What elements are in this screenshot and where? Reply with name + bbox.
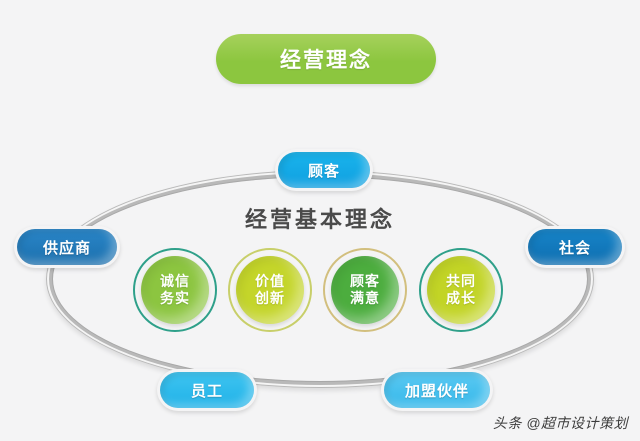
value-circle-label-line1: 诚信: [160, 273, 190, 289]
value-circle-white-ring: [422, 251, 500, 329]
value-circle-white-ring: [136, 251, 214, 329]
value-circle-growth[interactable]: 共同 成长: [419, 248, 503, 332]
stakeholder-pill-franchise-partner[interactable]: 加盟伙伴: [381, 369, 493, 411]
stakeholder-pill-label: 员工: [190, 382, 223, 400]
value-circle-label-line2: 成长: [446, 290, 476, 306]
center-heading: 经营基本理念: [244, 207, 395, 232]
value-circle-label: 共同 成长: [446, 273, 476, 307]
value-circle-ring: [228, 248, 312, 332]
stakeholder-pill-inner: 社会: [528, 229, 622, 265]
stakeholder-pill-inner: 顾客: [278, 152, 370, 188]
value-circle-fill: [427, 256, 495, 324]
stakeholder-pill-supplier[interactable]: 供应商: [14, 226, 120, 268]
value-circle-label: 顾客 满意: [350, 273, 380, 307]
value-circle-ring: [133, 248, 217, 332]
value-circle-satisfaction[interactable]: 顾客 满意: [323, 248, 407, 332]
value-circle-white-ring: [231, 251, 309, 329]
stakeholder-pill-inner: 供应商: [17, 229, 117, 265]
value-circle-fill: [331, 256, 399, 324]
value-circle-label-line2: 务实: [160, 290, 190, 306]
stakeholder-pill-customer[interactable]: 顾客: [275, 149, 373, 191]
value-circle-innovation[interactable]: 价值 创新: [228, 248, 312, 332]
value-circle-label-line1: 价值: [255, 273, 285, 289]
value-circle-label-line1: 顾客: [350, 273, 380, 289]
stakeholder-pill-label: 加盟伙伴: [404, 382, 469, 400]
value-circle-label-line2: 满意: [350, 290, 380, 306]
value-circle-label: 价值 创新: [255, 273, 285, 307]
stakeholder-pill-inner: 员工: [160, 372, 254, 408]
stakeholder-pill-employee[interactable]: 员工: [157, 369, 257, 411]
value-circle-label: 诚信 务实: [160, 273, 190, 307]
value-circle-white-ring: [326, 251, 404, 329]
stakeholder-pill-label: 社会: [558, 239, 591, 257]
stakeholder-pill-label: 供应商: [42, 239, 91, 257]
value-circle-ring: [323, 248, 407, 332]
stakeholder-pill-society[interactable]: 社会: [525, 226, 625, 268]
title-banner: 经营理念: [216, 34, 436, 84]
watermark: 头条 @超市设计策划: [492, 415, 628, 431]
stakeholder-pill-inner: 加盟伙伴: [384, 372, 490, 408]
value-circle-fill: [236, 256, 304, 324]
value-circle-integrity[interactable]: 诚信 务实: [133, 248, 217, 332]
page-title: 经营理念: [280, 49, 372, 72]
value-circle-fill: [141, 256, 209, 324]
value-circle-label-line2: 创新: [255, 290, 285, 306]
value-circle-ring: [419, 248, 503, 332]
value-circle-label-line1: 共同: [446, 273, 476, 289]
stakeholder-pill-label: 顾客: [307, 162, 340, 180]
